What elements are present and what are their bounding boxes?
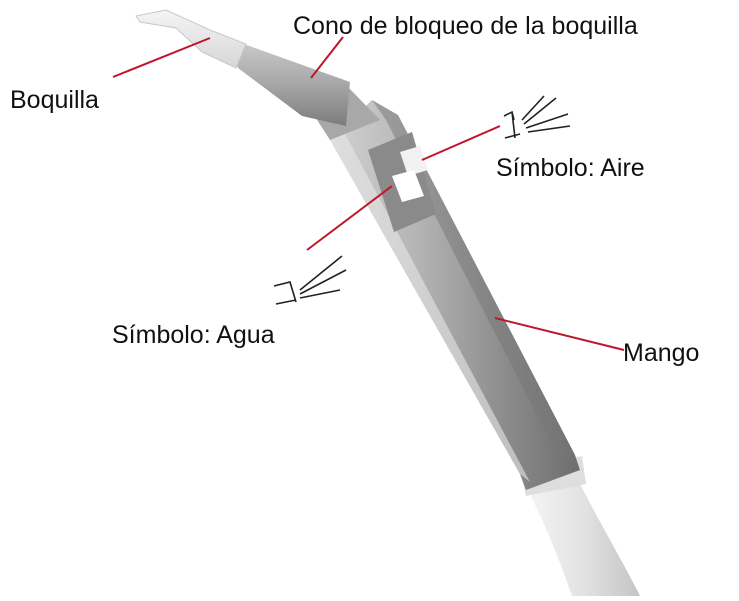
handle-edge-highlight [330,128,530,482]
water-button[interactable] [392,170,424,202]
water-spray-icon [273,255,347,305]
nozzle-tip [135,9,247,69]
label-nozzle: Boquilla [10,86,99,114]
label-nozzle-lock-cone: Cono de bloqueo de la boquilla [293,12,638,40]
label-air-symbol: Símbolo: Aire [496,154,645,182]
leader-line-air [421,125,501,161]
leader-line-cone [310,36,344,79]
leader-line-handle [494,317,625,351]
air-spray-icon [503,95,571,139]
label-handle: Mango [623,339,700,367]
leader-line-tip [112,37,211,78]
cable [528,480,640,596]
leader-line-water [306,185,393,251]
label-water-symbol: Símbolo: Agua [112,321,275,349]
nozzle-lock-cone [232,44,350,126]
air-button[interactable] [400,146,428,176]
